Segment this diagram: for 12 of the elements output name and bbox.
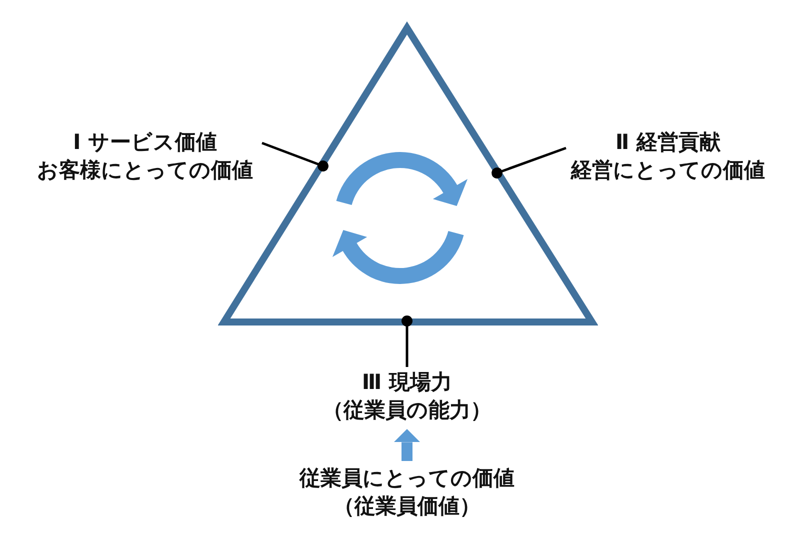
leader-line xyxy=(492,146,566,178)
label-text: （従業員の能力） xyxy=(322,397,492,424)
label-text: Ⅱ 経営貢献 xyxy=(614,129,722,156)
label-text: 従業員にとっての価値 xyxy=(298,465,516,492)
block-arrow xyxy=(394,429,420,461)
leader-line xyxy=(402,316,412,367)
label-text: お客様にとっての価値 xyxy=(36,157,254,184)
label-text: Ⅲ 現場力 xyxy=(360,369,454,396)
label-text: 経営にとっての価値 xyxy=(570,157,766,184)
leader-line xyxy=(262,142,328,172)
label-text: Ⅰ サービス価値 xyxy=(72,129,218,156)
label-text: （従業員価値） xyxy=(332,493,482,520)
